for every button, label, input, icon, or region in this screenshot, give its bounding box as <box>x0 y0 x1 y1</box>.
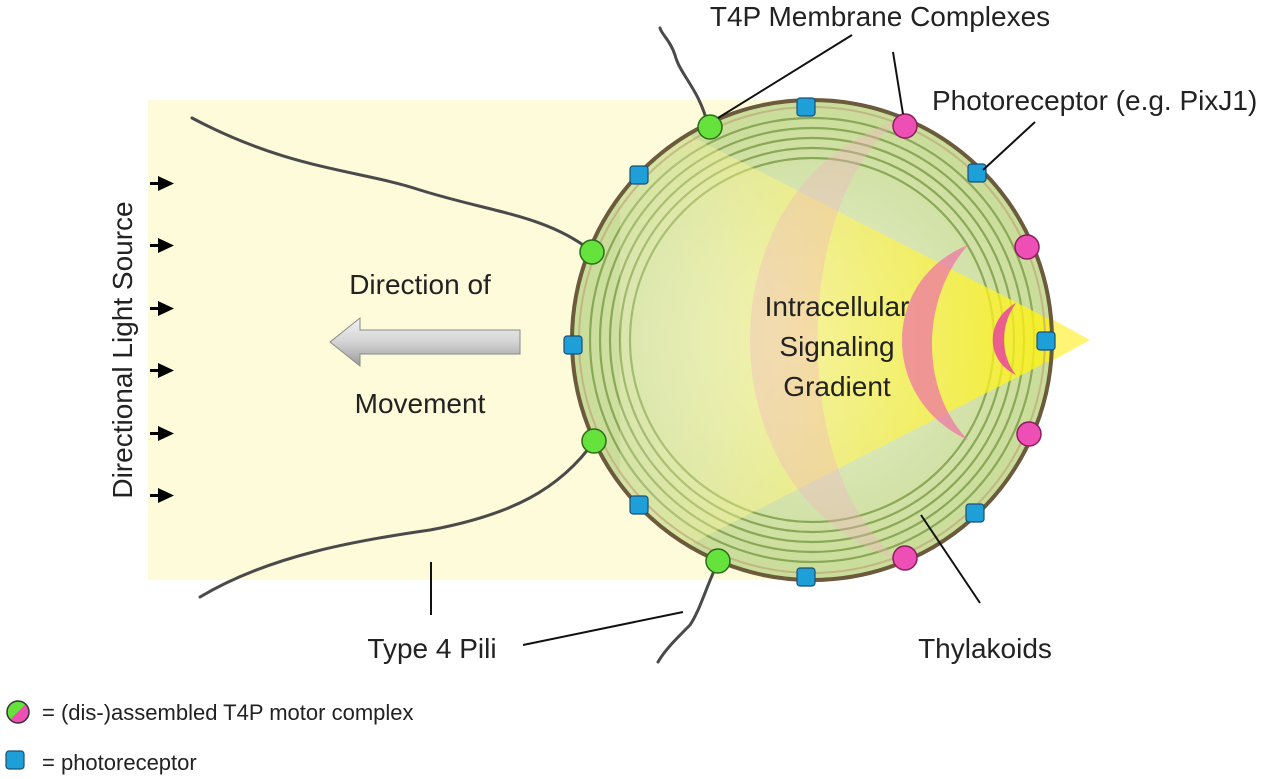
photoreceptor-icon <box>796 567 816 587</box>
disassembled-complex-icon <box>1014 234 1040 260</box>
direction-label-line2: Movement <box>355 388 486 419</box>
photoreceptor-icon <box>563 335 583 355</box>
light-arrow-icon <box>150 238 174 253</box>
legend-motor-complex-icon <box>6 700 30 724</box>
pilus <box>658 26 710 128</box>
gradient-arc-outer <box>750 120 900 560</box>
photoreceptor-label: Photoreceptor (e.g. PixJ1) <box>932 85 1257 116</box>
light-beam-tip <box>1050 318 1090 362</box>
light-arrow-icon <box>150 363 174 378</box>
thylakoids-label: Thylakoids <box>918 633 1052 664</box>
photoreceptor-icon <box>629 495 649 515</box>
legend-photoreceptor-icon <box>5 750 25 770</box>
photoreceptor-icon <box>796 97 816 117</box>
disassembled-complex-icon <box>892 545 918 571</box>
gradient-label-line2: Signaling <box>779 331 894 362</box>
t4p-complexes-label: T4P Membrane Complexes <box>710 1 1050 32</box>
direction-label-line1: Direction of <box>349 269 491 300</box>
pilus <box>656 560 720 664</box>
cell <box>570 98 1090 582</box>
light-arrow-icon <box>150 176 174 191</box>
photoreceptor-icon <box>629 165 649 185</box>
disassembled-complex-icon <box>1016 421 1042 447</box>
photoreceptor-icon <box>1036 331 1056 351</box>
light-arrow-icon <box>150 301 174 316</box>
legend-motor-complex-text: = (dis-)assembled T4P motor complex <box>42 700 414 725</box>
type4-pili <box>190 26 720 664</box>
callout-lines <box>430 34 1036 646</box>
legend-photoreceptor-text: = photoreceptor <box>42 750 197 775</box>
movement-arrow-icon <box>329 316 521 368</box>
photoreceptor-icon <box>965 503 985 523</box>
disassembled-complex-icon <box>892 113 918 139</box>
assembled-complex-icon <box>697 114 723 140</box>
photoreceptor-icon <box>967 163 987 183</box>
disassembled-complexes <box>892 113 1042 571</box>
light-arrows <box>150 176 174 503</box>
light-arrow-icon <box>150 426 174 441</box>
assembled-complexes <box>579 114 731 574</box>
assembled-complex-icon <box>581 428 607 454</box>
gradient-label-line3: Gradient <box>783 371 891 402</box>
pilus <box>198 438 597 599</box>
gradient-arc-inner <box>992 303 1016 375</box>
gradient-label-line1: Intracellular <box>765 291 910 322</box>
type4-pili-label: Type 4 Pili <box>367 633 496 664</box>
gradient-arc-middle <box>902 245 968 440</box>
assembled-complex-icon <box>579 239 605 265</box>
pilus <box>190 116 592 252</box>
assembled-complex-icon <box>705 548 731 574</box>
photoreceptors <box>563 97 1056 587</box>
legend: = (dis-)assembled T4P motor complex = ph… <box>5 700 414 775</box>
light-source-label: Directional Light Source <box>107 201 138 498</box>
light-arrow-icon <box>150 488 174 503</box>
light-beam <box>620 100 1052 580</box>
